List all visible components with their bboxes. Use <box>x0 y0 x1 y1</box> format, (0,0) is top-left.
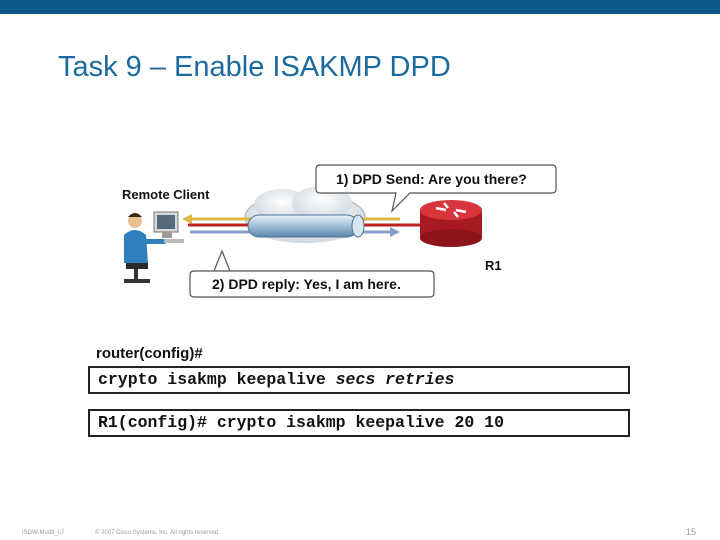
router-label: R1 <box>485 258 502 273</box>
callout-reply-text: 2) DPD reply: Yes, I am here. <box>212 276 401 292</box>
callout-dpd-send: 1) DPD Send: Are you there? <box>315 164 557 213</box>
slide-title: Task 9 – Enable ISAKMP DPD <box>58 51 451 83</box>
command-syntax-text: crypto isakmp keepalive <box>98 370 336 389</box>
callout-dpd-reply: 2) DPD reply: Yes, I am here. <box>189 249 435 298</box>
page-number: 15 <box>686 527 697 537</box>
footer-copyright: © 2007 Cisco Systems, Inc. All rights re… <box>95 530 220 536</box>
vpn-tunnel <box>247 214 365 238</box>
config-prompt: router(config)# <box>96 345 203 362</box>
dpd-diagram: Remote Client <box>122 164 557 298</box>
command-example-box: R1(config)# crypto isakmp keepalive 20 1… <box>88 409 630 437</box>
router-icon <box>420 200 482 247</box>
remote-client-icon <box>124 211 184 283</box>
footer-module-id: ISDW-Mod8_L7 <box>22 530 65 536</box>
callout-send-text: 1) DPD Send: Are you there? <box>336 171 527 187</box>
command-syntax-args: secs retries <box>335 370 455 389</box>
command-example-text: R1(config)# crypto isakmp keepalive 20 1… <box>98 413 504 432</box>
top-banner <box>0 0 720 14</box>
remote-client-label: Remote Client <box>122 187 210 202</box>
command-syntax-box: crypto isakmp keepalive secs retries <box>88 366 630 394</box>
